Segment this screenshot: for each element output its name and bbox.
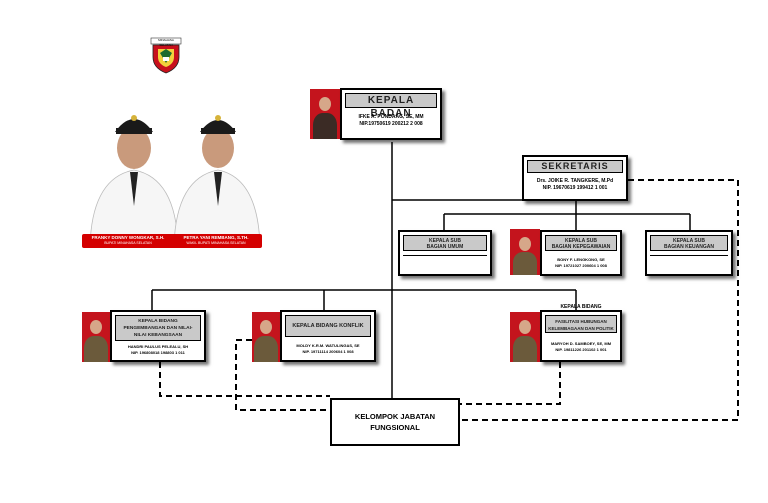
bidang-pengembangan-photo <box>82 312 110 362</box>
bidang-konflik-nip: NIP. 19711114 200604 1 008 <box>302 349 354 354</box>
dashed-line-bidang-1 <box>159 362 330 397</box>
kepala-badan-title: KEPALA BADAN <box>345 93 437 119</box>
kepala-badan-photo <box>310 89 340 139</box>
right-leader-name: PETRA YANI REMBANG, S.TH. <box>183 235 249 240</box>
subbagian-keuangan-title: KEPALA SUB BAGIAN KEUANGAN <box>650 235 728 251</box>
subbagian-kepegawaian-nip: NIP. 19721027 200604 1 008 <box>555 263 607 268</box>
bidang-fasilitasi-nip: NIP. 19811226 201102 1 001 <box>555 347 607 352</box>
leaders-portrait-icon <box>89 115 261 247</box>
dashed-line-bidang-2 <box>235 339 330 411</box>
kelompok-jabatan-line2: FUNGSIONAL <box>370 423 420 432</box>
subbagian-kepegawaian-name: BONY F. LENGKONG, SE <box>557 257 605 262</box>
logo-caption: MINAHASA SELATAN <box>158 38 174 47</box>
bidang-konflik-photo <box>252 312 280 362</box>
dashed-line-bidang-3 <box>460 362 561 405</box>
kepala-badan-nip: NIP.19750619 200212 2 008 <box>359 121 423 127</box>
subbagian-kepegawaian-box: KEPALA SUB BAGIAN KEPEGAWAIAN BONY F. LE… <box>540 230 622 276</box>
bidang-pengembangan-title: KEPALA BIDANG PENGEMBANGAN DAN NILAI- NI… <box>115 315 201 341</box>
subbagian-keuangan-box: KEPALA SUB BAGIAN KEUANGAN <box>645 230 733 276</box>
subbagian-umum-title: KEPALA SUB BAGIAN UMUM <box>403 235 487 251</box>
kepala-badan-name: IFKE A. PONDAAG, SE, MM <box>358 114 424 120</box>
bidang-fasilitasi-title-top: KEPALA BIDANG <box>560 304 602 310</box>
subbagian-kepegawaian-title: KEPALA SUB BAGIAN KEPEGAWAIAN <box>545 235 617 251</box>
subbagian-umum-box: KEPALA SUB BAGIAN UMUM <box>398 230 492 276</box>
sekretaris-box: SEKRETARIS Drs. JOIKE R. TANGKERE, M.Pd … <box>522 155 628 201</box>
leaders-nameplate: FRANKY DONNY WONGKAR, S.H. BUPATI MINAHA… <box>82 234 262 248</box>
bidang-konflik-name: MOLDY K.R.M. WATULINGAS, SE <box>296 343 360 348</box>
bidang-pengembangan-box: KEPALA BIDANG PENGEMBANGAN DAN NILAI- NI… <box>110 310 206 362</box>
leaders-photo: FRANKY DONNY WONGKAR, S.H. BUPATI MINAHA… <box>82 96 262 251</box>
kepala-badan-box: KEPALA BADAN IFKE A. PONDAAG, SE, MM NIP… <box>340 88 442 140</box>
sekretaris-nip: NIP. 19670619 199412 1 001 <box>542 185 608 191</box>
sekretaris-title: SEKRETARIS <box>527 160 623 173</box>
shield-emblem-icon <box>150 37 182 74</box>
bidang-konflik-title: KEPALA BIDANG KONFLIK <box>285 315 371 337</box>
bidang-fasilitasi-title: FASILITASI HUBUNGAN KELEMBAGAAN DAN POLI… <box>545 315 617 333</box>
regency-logo: MINAHASA SELATAN <box>150 37 182 74</box>
bidang-fasilitasi-photo <box>510 312 540 362</box>
left-leader-name: FRANKY DONNY WONGKAR, S.H. <box>91 235 165 240</box>
dashed-line-sekretaris <box>460 179 739 421</box>
bidang-konflik-box: KEPALA BIDANG KONFLIK MOLDY K.R.M. WATUL… <box>280 310 376 362</box>
bidang-fasilitasi-box: FASILITASI HUBUNGAN KELEMBAGAAN DAN POLI… <box>540 310 622 362</box>
right-leader-title: WAKIL BUPATI MINAHASA SELATAN <box>186 241 246 245</box>
subbagian-kepegawaian-photo <box>510 229 540 275</box>
bidang-pengembangan-nip: NIP. 196808018 198803 1 011 <box>131 350 185 355</box>
sekretaris-name: Drs. JOIKE R. TANGKERE, M.Pd <box>536 178 614 184</box>
kelompok-jabatan-line1: KELOMPOK JABATAN <box>354 412 436 421</box>
left-leader-title: BUPATI MINAHASA SELATAN <box>104 241 152 245</box>
kelompok-jabatan-box: KELOMPOK JABATAN FUNGSIONAL <box>330 398 460 446</box>
bidang-pengembangan-name: HANDRI PAULUS PELEALU, SH <box>127 344 189 349</box>
bidang-fasilitasi-name: MARYOH D. SAMBOEY, SE, MM <box>550 341 612 346</box>
